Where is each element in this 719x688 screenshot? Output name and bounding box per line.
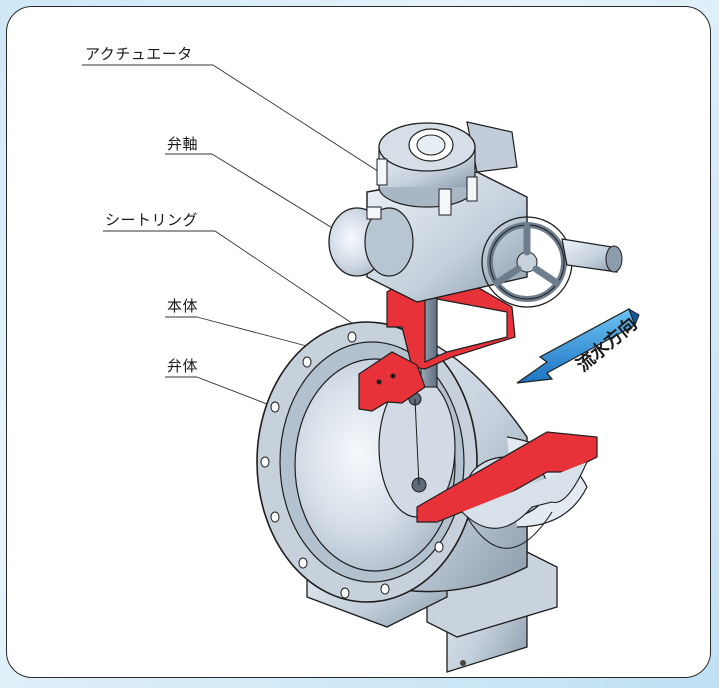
label-actuator: アクチュエータ: [85, 45, 193, 63]
lower-cutaway-section: [416, 431, 598, 549]
label-seat-ring: シートリング: [105, 211, 199, 229]
valve-illustration: [82, 64, 640, 673]
label-disc: 弁体: [167, 357, 199, 375]
actuator-assembly: [328, 121, 623, 308]
label-valve-shaft: 弁軸: [167, 135, 199, 153]
label-body: 本体: [167, 297, 199, 315]
diagram-panel: アクチュエータ 弁軸 シートリング 本体 弁体 流水方向: [6, 6, 711, 678]
flow-direction-arrow-icon: [516, 307, 640, 384]
valve-disc: [378, 376, 456, 518]
